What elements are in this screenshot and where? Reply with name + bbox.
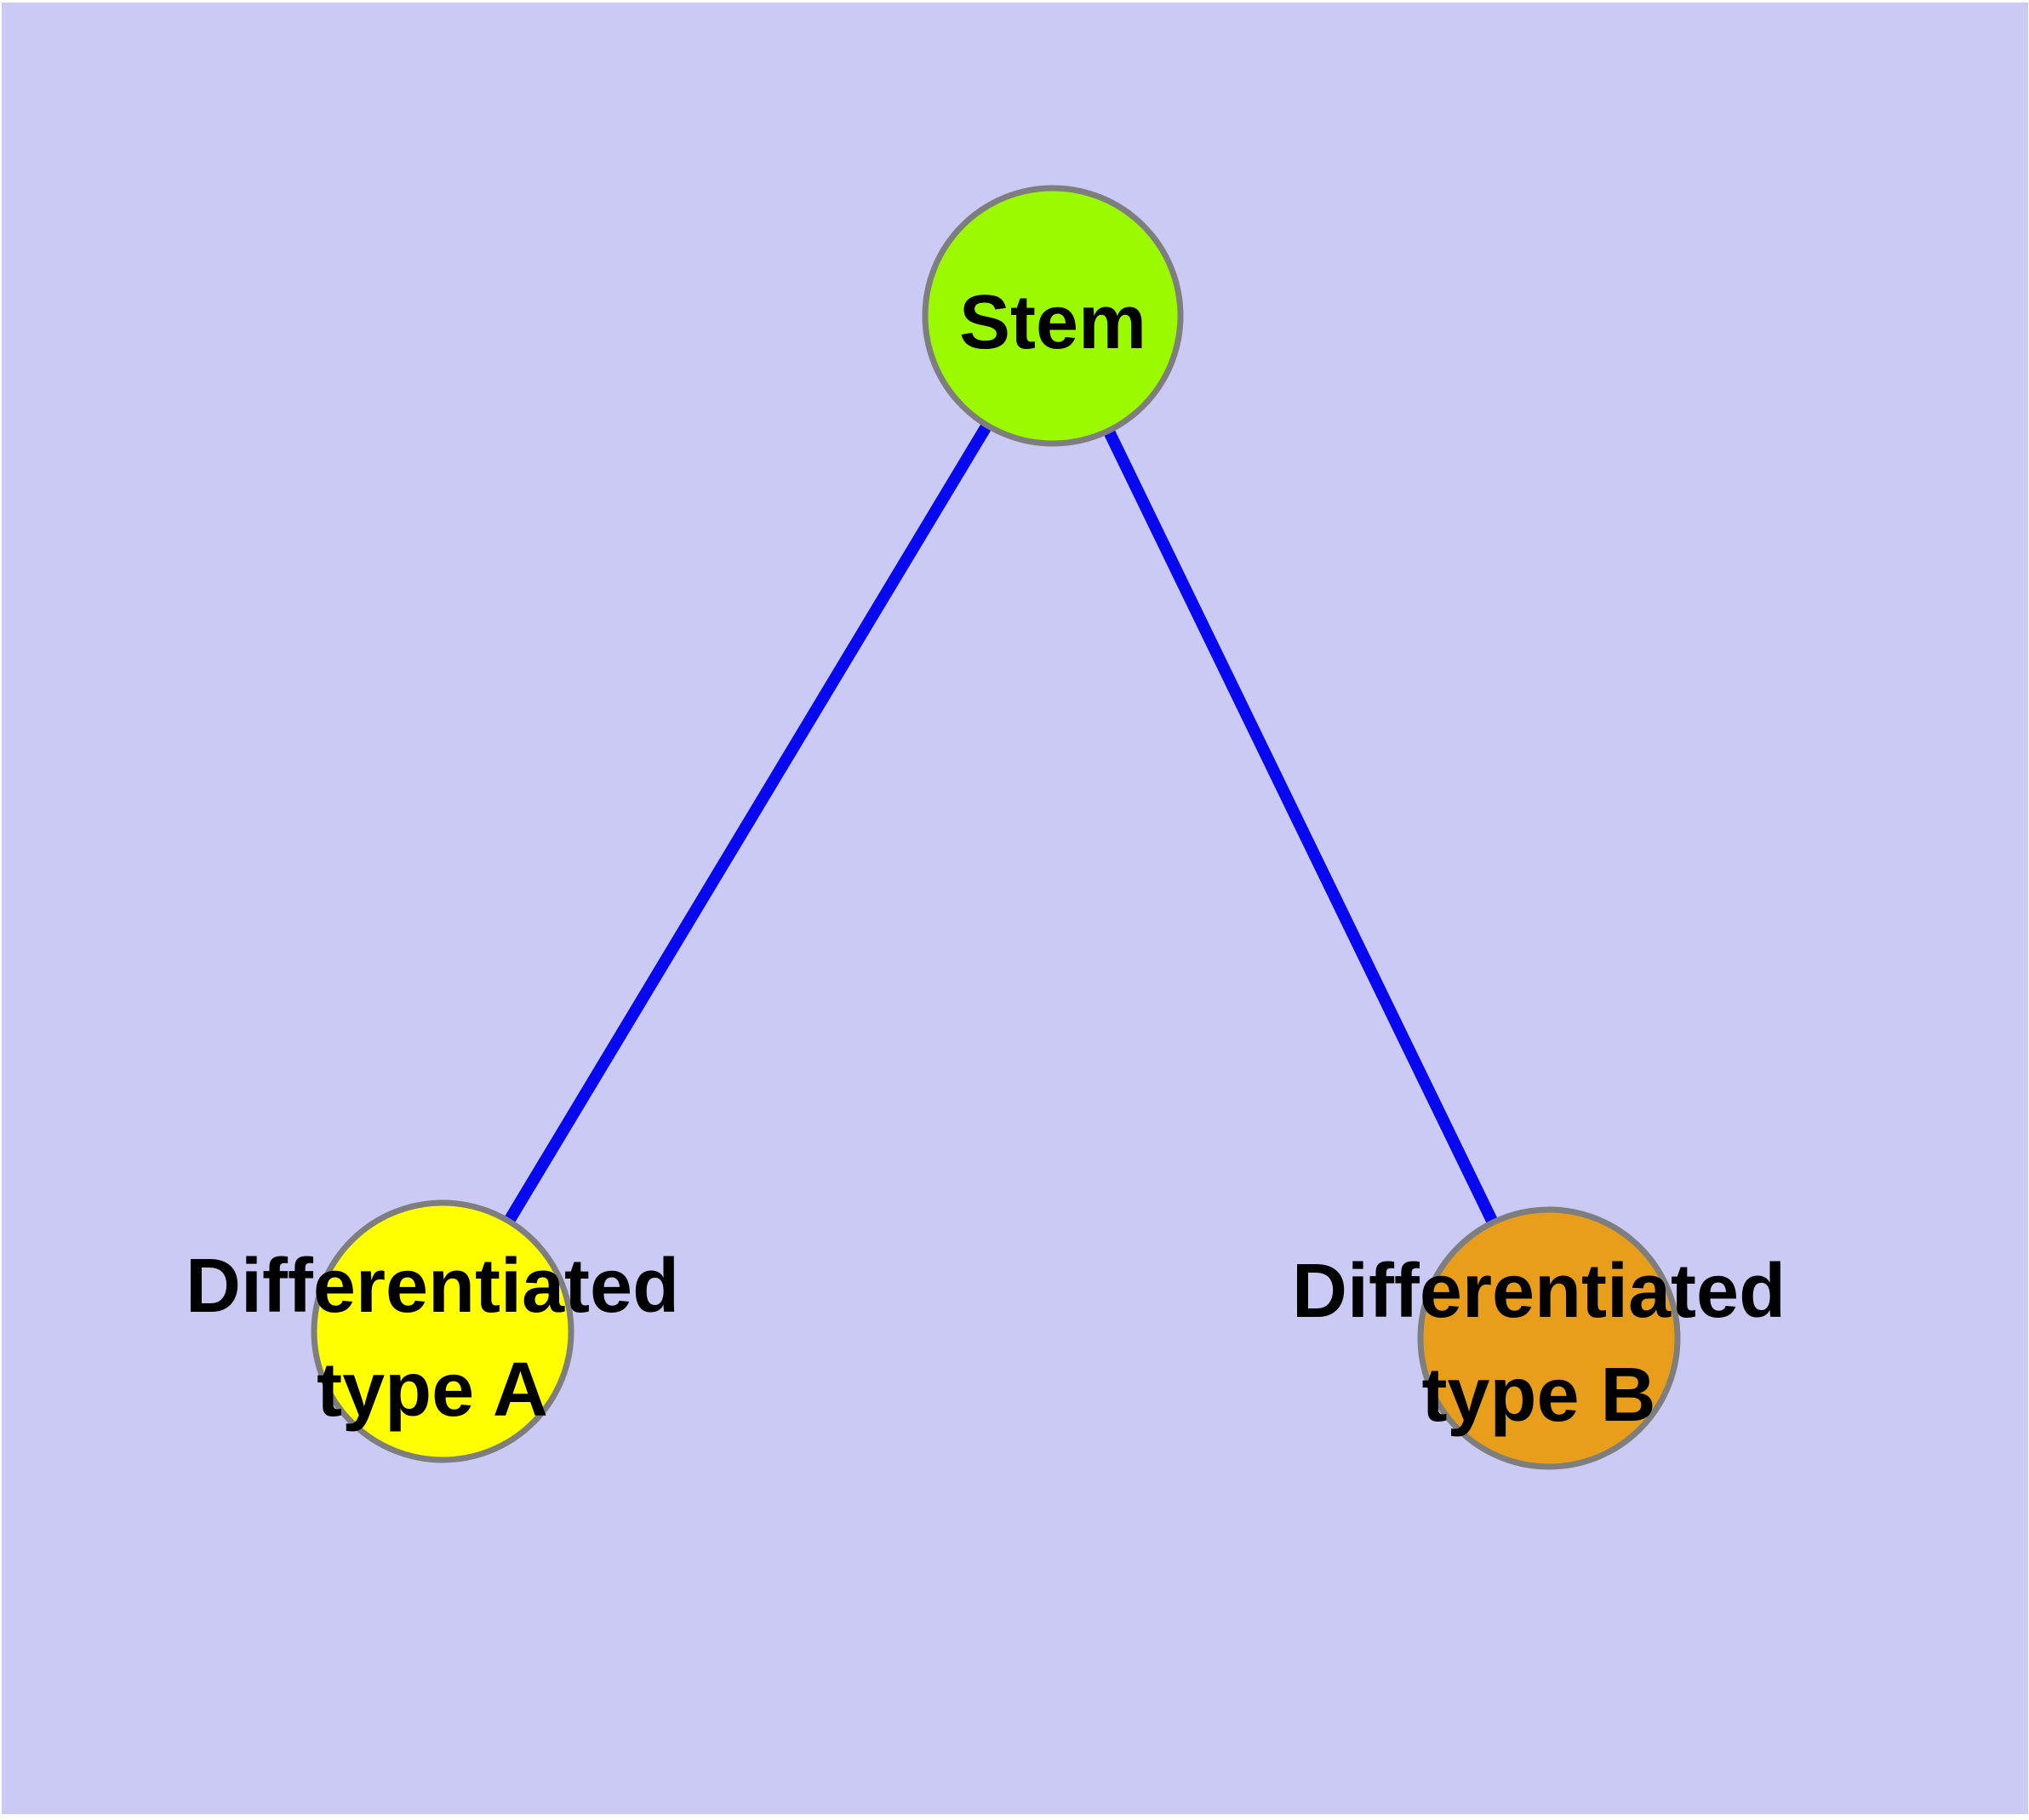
- node-label-stem-text: Stem: [958, 280, 1147, 365]
- edge-stem-to-type-a: [437, 312, 1058, 1335]
- node-label-type-a-line1: Differentiated: [185, 1244, 680, 1329]
- node-label-type-b-line1: Differentiated: [1291, 1249, 1786, 1334]
- edge-stem-to-type-b: [1047, 312, 1555, 1342]
- node-differentiated-type-b[interactable]: [1417, 1206, 1681, 1470]
- node-stem[interactable]: [922, 185, 1184, 447]
- node-label-differentiated-type-b: Differentiated type B: [1292, 1239, 1786, 1447]
- node-label-type-a-line2: type A: [317, 1348, 548, 1433]
- node-label-differentiated-type-a: Differentiated type A: [186, 1234, 679, 1442]
- node-differentiated-type-a[interactable]: [311, 1199, 574, 1463]
- node-label-type-b-line2: type B: [1421, 1353, 1656, 1438]
- node-label-stem: Stem: [959, 271, 1146, 375]
